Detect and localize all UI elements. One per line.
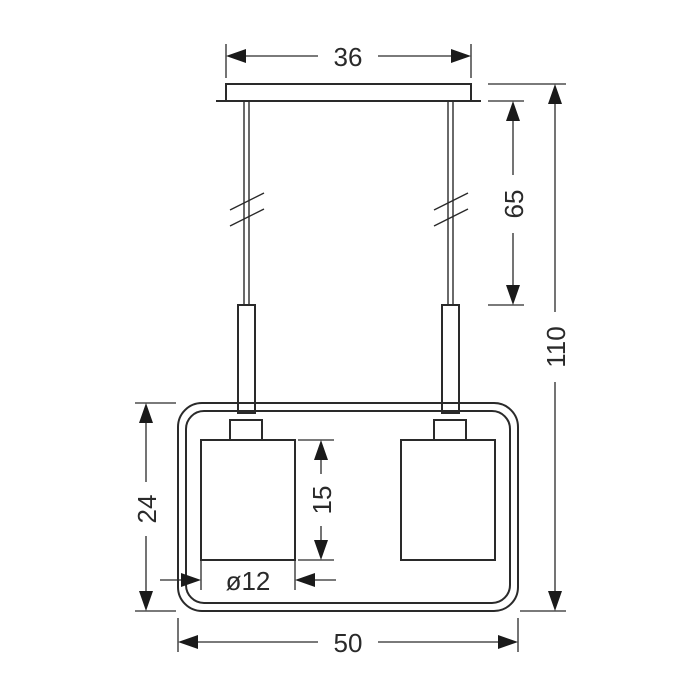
cable-break-mark bbox=[433, 208, 469, 227]
dimension-total-height: 110 bbox=[488, 83, 571, 612]
suspension-cable-left bbox=[229, 101, 265, 414]
cable-break-mark bbox=[229, 208, 265, 227]
dimension-shade-diameter: ø12 bbox=[160, 560, 336, 596]
bulb-holder bbox=[229, 419, 263, 441]
lamp-shade-right bbox=[400, 419, 496, 561]
shade-height-label: 15 bbox=[307, 486, 337, 515]
frame-width-label: 50 bbox=[334, 628, 363, 658]
dimension-frame-width: 50 bbox=[177, 618, 519, 658]
total-height-label: 110 bbox=[541, 326, 571, 367]
cable-sleeve bbox=[441, 304, 460, 414]
lamp-frame bbox=[177, 402, 519, 612]
ceiling-canopy bbox=[216, 83, 481, 102]
cable-break-mark bbox=[229, 192, 265, 211]
dimension-frame-height: 24 bbox=[132, 402, 176, 612]
suspension-cable-right bbox=[433, 101, 469, 414]
bulb-holder bbox=[433, 419, 467, 441]
canopy-width-label: 36 bbox=[334, 42, 363, 72]
dimension-cable-length: 65 bbox=[488, 100, 529, 306]
shade-diameter-label: ø12 bbox=[226, 566, 271, 596]
dimension-shade-height: 15 bbox=[298, 439, 337, 561]
dimension-canopy-width: 36 bbox=[225, 42, 472, 78]
cable-break-mark bbox=[433, 192, 469, 211]
lamp-shade-left bbox=[200, 419, 296, 561]
cable-length-label: 65 bbox=[499, 190, 529, 219]
frame-height-label: 24 bbox=[132, 495, 162, 524]
cable-sleeve bbox=[237, 304, 256, 414]
